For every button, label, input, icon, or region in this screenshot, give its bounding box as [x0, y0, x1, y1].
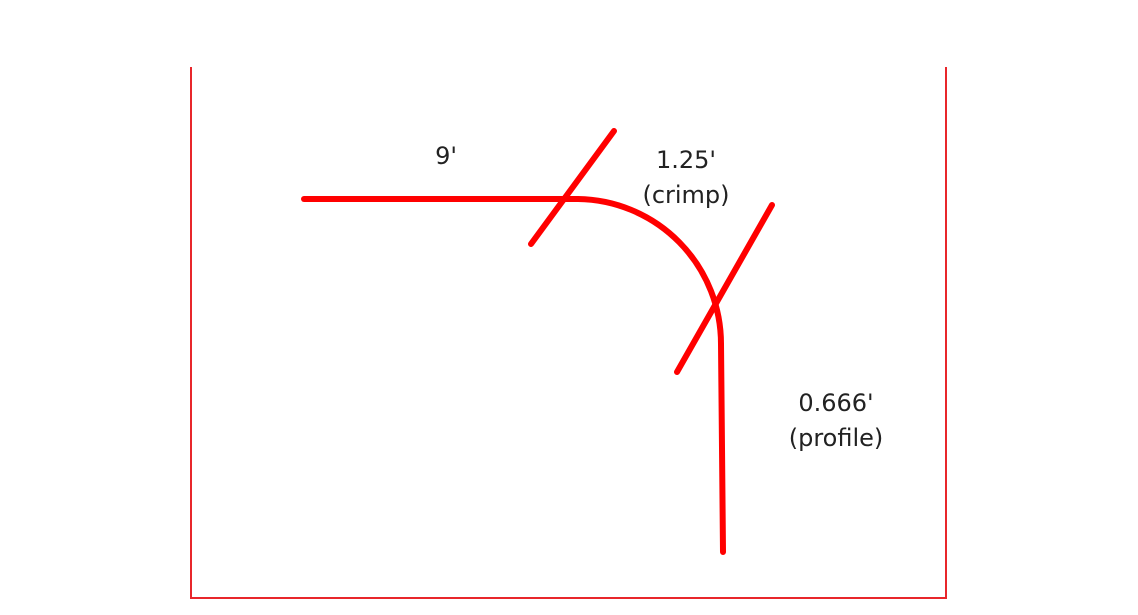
- bent-profile: [301, 196, 726, 555]
- divider-slash-right: [674, 202, 775, 375]
- crimp-arc: [575, 196, 724, 347]
- crimp-length-label: 1.25': [656, 146, 716, 174]
- profile-length-label: 0.666': [798, 389, 873, 417]
- straight-length-label: 9': [435, 142, 457, 170]
- profile-name-label: (profile): [789, 424, 884, 452]
- vertical-segment: [718, 341, 726, 555]
- section-dividers: [528, 128, 775, 375]
- frame: [190, 67, 947, 599]
- divider-slash-top: [528, 128, 617, 247]
- crimp-name-label: (crimp): [642, 181, 729, 209]
